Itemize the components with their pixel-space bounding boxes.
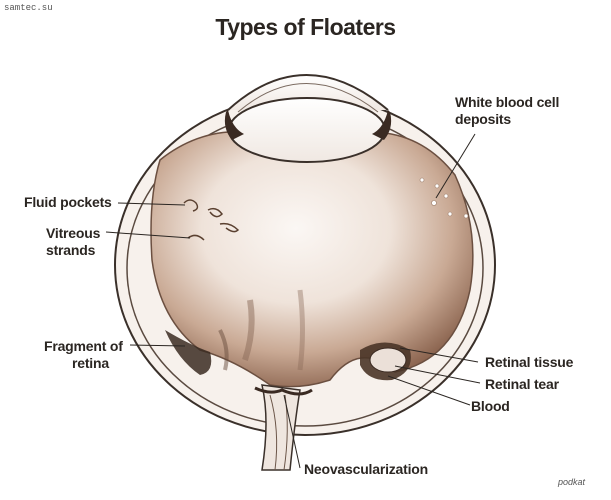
label-retinal-tear: Retinal tear [485, 376, 559, 392]
leader-vitreous-strands [105, 231, 191, 239]
leader-blood [387, 375, 471, 406]
diagram-title: Types of Floaters [215, 14, 396, 40]
watermark: samtec.su [4, 3, 53, 13]
label-vitreous-strands: Vitreous strands [46, 225, 101, 258]
neovascular-tufts [254, 386, 313, 396]
leader-fragment-retina [129, 344, 186, 347]
leader-fluid-pockets [117, 202, 186, 206]
leader-retinal-tissue [399, 347, 479, 363]
fluid-pocket-marks [183, 199, 223, 218]
label-neovascularization: Neovascularization [304, 461, 428, 477]
label-fluid-pockets: Fluid pockets [24, 194, 112, 210]
leader-wbc [435, 133, 476, 199]
lens [228, 97, 386, 163]
artist-credit: podkat [558, 477, 586, 487]
leader-retinal-tear [394, 365, 481, 384]
wbc-deposit-dots [419, 177, 469, 219]
label-white-blood-cell: White blood cell deposits [455, 94, 560, 127]
optic-nerve [261, 384, 301, 471]
label-retinal-tissue: Retinal tissue [485, 354, 574, 370]
iris-right [372, 110, 392, 140]
label-fragment-retina: Fragment of retina [44, 338, 123, 371]
retina-fragment-shadow [165, 330, 212, 375]
vitreous-strand-marks [187, 222, 240, 241]
leader-neovascularization [283, 394, 301, 469]
label-blood: Blood [471, 398, 510, 414]
iris-left [224, 110, 244, 140]
